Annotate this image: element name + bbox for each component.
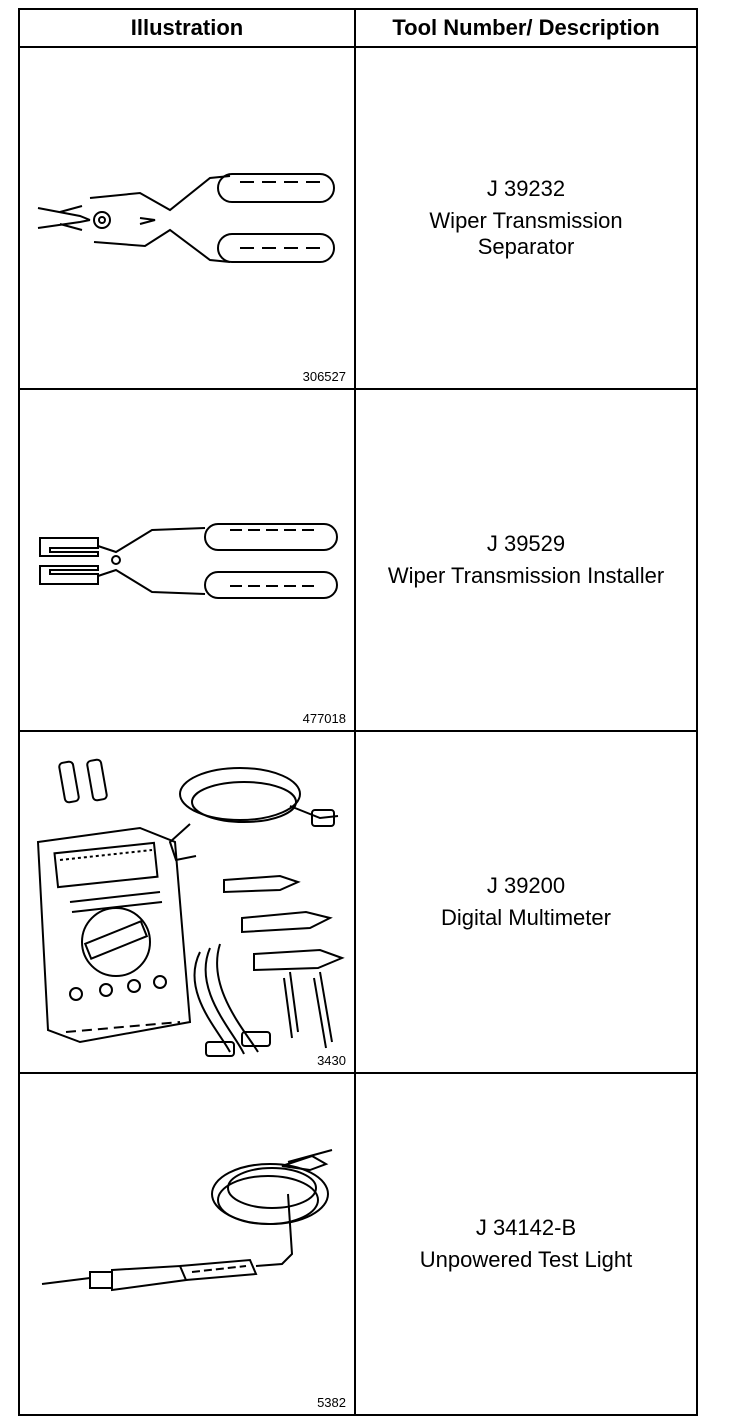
figure-number: 3430 — [317, 1053, 346, 1068]
tool-description: Wiper Transmission Separator — [429, 208, 623, 259]
tool-description: Digital Multimeter — [441, 905, 611, 930]
pliers-icon — [37, 173, 335, 263]
figure-number: 5382 — [317, 1395, 346, 1410]
tool-number: J 39200 — [486, 873, 566, 898]
description-cell: J 34142-B Unpowered Test Light — [356, 1074, 696, 1414]
table-row: 3430 J 39200 Digital Multimeter — [20, 732, 696, 1074]
header-illustration: Illustration — [20, 10, 356, 48]
tool-table: Illustration Tool Number/ Description 30… — [18, 8, 698, 1416]
illustration-cell: 477018 — [20, 390, 356, 730]
illustration-cell: 5382 — [20, 1074, 356, 1414]
header-tool-description: Tool Number/ Description — [356, 10, 696, 48]
table-row: 477018 J 39529 Wiper Transmission Instal… — [20, 390, 696, 732]
multimeter-icon — [36, 758, 345, 1057]
figure-number: 306527 — [302, 369, 346, 384]
tool-number: J 34142-B — [475, 1215, 577, 1240]
description-cell: J 39200 Digital Multimeter — [356, 732, 696, 1072]
tool-number: J 39232 — [486, 176, 566, 201]
tool-description: Wiper Transmission Installer — [387, 563, 665, 588]
fork-pliers-icon — [39, 523, 338, 599]
test-light-icon — [41, 1149, 333, 1292]
table-row: 306527 J 39232 Wiper Transmission Separa… — [20, 48, 696, 390]
illustration-cell: 3430 — [20, 732, 356, 1072]
figure-number: 477018 — [302, 711, 346, 726]
illustration-cell: 306527 — [20, 48, 356, 388]
description-cell: J 39529 Wiper Transmission Installer — [356, 390, 696, 730]
description-cell: J 39232 Wiper Transmission Separator — [356, 48, 696, 388]
tool-number: J 39529 — [486, 531, 566, 556]
tool-description: Unpowered Test Light — [419, 1247, 633, 1272]
table-row: 5382 J 34142-B Unpowered Test Light — [20, 1074, 696, 1414]
